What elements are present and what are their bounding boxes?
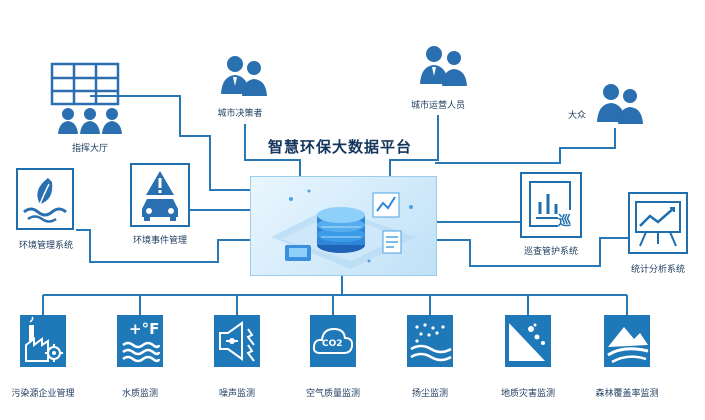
temperature-glyph: +°F [129, 320, 160, 338]
forest-icon [607, 327, 649, 364]
platform-hub [250, 176, 437, 276]
env-management-label: 环境管理系统 [18, 241, 74, 251]
statistics-box [628, 192, 688, 254]
water-quality-tile: +°F [117, 315, 163, 367]
co2-glyph: CO2 [322, 339, 343, 349]
monitor-label-5: 地质灾害监测 [500, 389, 556, 399]
operators-label: 城市运营人员 [410, 101, 466, 111]
dust-tile [407, 315, 453, 367]
factory-icon [25, 316, 63, 362]
noise-icon [219, 321, 255, 362]
platform-title: 智慧环保大数据平台 [268, 138, 413, 156]
monitor-label-4: 扬尘监测 [411, 389, 449, 399]
car-warning-icon [142, 171, 178, 221]
incident-management-label: 环境事件管理 [132, 236, 188, 246]
monitor-label-2: 噪声监测 [218, 389, 256, 399]
monitor-label-6: 森林覆盖率监测 [595, 389, 659, 399]
leaf-water-icon [23, 178, 67, 223]
operators-icon [416, 42, 472, 90]
noise-tile [214, 315, 260, 367]
patrol-glyph: 巡 [558, 210, 572, 229]
decision-makers-label: 城市决策者 [217, 109, 263, 119]
monitor-label-0: 污染源企业管理 [11, 389, 75, 399]
air-quality-icon [312, 327, 354, 354]
public-label: 大众 [568, 111, 587, 121]
landslide-icon [509, 323, 545, 361]
dust-icon [410, 323, 452, 362]
env-management-box [16, 168, 74, 230]
water-quality-icon [122, 341, 161, 363]
statistics-label: 统计分析系统 [630, 265, 686, 275]
command-center-icon [48, 62, 128, 138]
factory-tile [20, 315, 66, 367]
decision-makers-icon [218, 52, 270, 100]
patrol-control-box: 巡 [520, 172, 582, 238]
patrol-chart-icon [529, 181, 571, 227]
presentation-chart-icon [635, 201, 681, 247]
server-illustration [271, 189, 416, 269]
landslide-tile [505, 315, 551, 367]
public-icon [594, 80, 646, 128]
command-center-label: 指挥大厅 [71, 144, 109, 154]
air-quality-tile: CO2 [310, 315, 356, 367]
monitor-label-1: 水质监测 [121, 389, 159, 399]
monitor-label-3: 空气质量监测 [305, 389, 361, 399]
forest-tile [604, 315, 650, 367]
incident-management-box [130, 163, 190, 227]
patrol-control-label: 巡查管护系统 [523, 247, 579, 257]
